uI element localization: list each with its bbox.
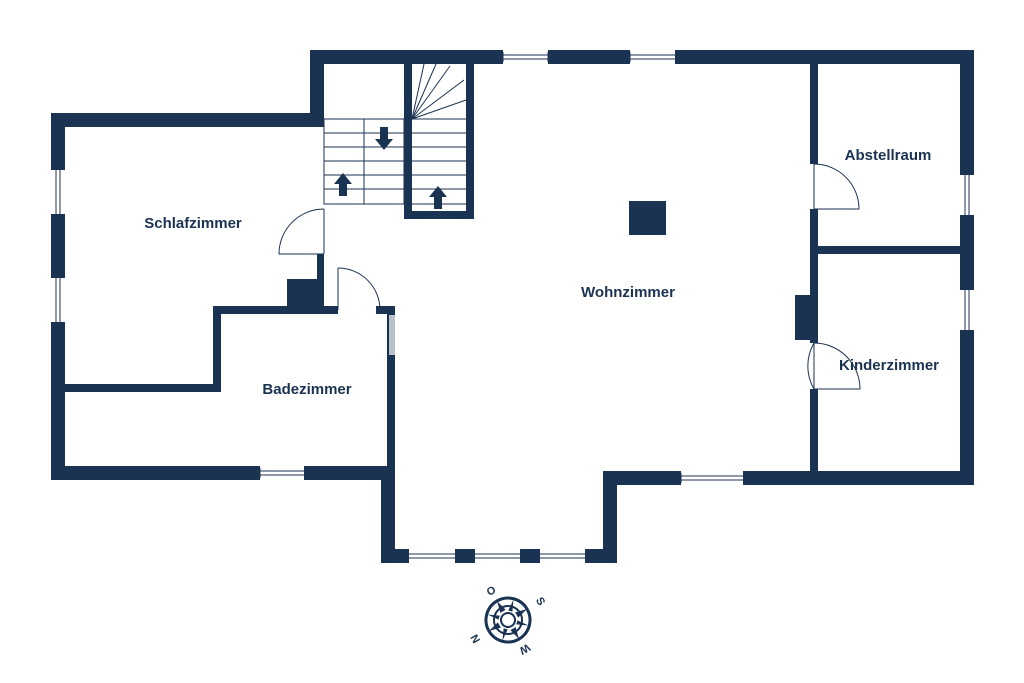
stair-down-arrow-icon	[375, 127, 393, 150]
wall-bottom-left-a	[304, 466, 395, 480]
wall-stair-bottom	[404, 211, 474, 219]
stair-up-arrow-icon-2	[429, 186, 447, 209]
window-bottom-left	[259, 468, 304, 478]
window-top-1	[502, 52, 549, 62]
window-right-2	[964, 290, 970, 330]
wall-right-rooms-b	[810, 209, 818, 343]
wall-chimney-block	[287, 279, 324, 310]
window-left-1	[55, 170, 61, 214]
wall-top-mid	[548, 50, 630, 64]
wall-top-left	[310, 50, 503, 64]
wall-bay-mullion-2	[520, 549, 540, 563]
wall-bedroom-bottom	[65, 384, 221, 392]
wall-right-lower	[960, 330, 974, 485]
doors	[278, 163, 861, 390]
wall-bath-step	[213, 306, 221, 392]
windows	[55, 52, 970, 559]
wall-right-rooms-a	[810, 64, 818, 164]
compass-label-w: W	[516, 641, 532, 657]
wall-stair-right	[466, 64, 474, 219]
window-bay-1	[409, 553, 455, 559]
window-bath-internal	[389, 315, 395, 355]
room-label-schlafzimmer: Schlafzimmer	[144, 215, 242, 232]
wall-bath-top-l	[217, 306, 338, 314]
wall-left-upper	[51, 113, 65, 170]
room-label-badezimmer: Badezimmer	[262, 381, 351, 398]
door-abstellraum	[813, 163, 860, 210]
wall-left-lower	[51, 322, 65, 480]
room-label-kinderzimmer: Kinderzimmer	[839, 357, 939, 374]
wall-bath-top-r	[376, 306, 395, 314]
wall-bay-left	[381, 466, 395, 563]
wall-stair-mid	[404, 64, 412, 219]
window-bay-3	[540, 553, 585, 559]
wall-abstell-bottom	[810, 246, 974, 254]
window-bottom-right	[680, 473, 743, 483]
walls	[51, 50, 974, 563]
wall-bay-right	[603, 471, 617, 563]
window-left-2	[55, 278, 61, 322]
compass-label-o: O	[485, 584, 499, 599]
wall-right-upper	[960, 50, 974, 175]
wall-bay-mullion-1	[455, 549, 475, 563]
compass-rose-icon: O S W N	[469, 584, 547, 657]
window-top-2	[629, 52, 675, 62]
wall-right-rooms-c	[810, 389, 818, 485]
wall-top-leftwing	[51, 113, 324, 127]
wall-top-right	[675, 50, 974, 64]
wall-bay-bottom-r	[585, 549, 617, 563]
stair-right-run	[411, 63, 467, 205]
wall-bath-right	[387, 306, 395, 480]
compass-label-n: N	[469, 632, 483, 645]
wall-stair-left	[310, 50, 324, 127]
room-label-abstellraum: Abstellraum	[845, 147, 932, 164]
door-bathroom	[337, 267, 381, 311]
wall-bottom-mid	[603, 471, 681, 485]
wall-left-mid	[51, 214, 65, 278]
door-bedroom	[278, 208, 325, 255]
wall-bottom-right	[743, 471, 974, 485]
compass-label-s: S	[533, 595, 547, 607]
stair-arrows	[334, 127, 447, 209]
window-right-1	[964, 175, 970, 215]
wall-bottom-left-b	[51, 466, 260, 480]
stair-up-arrow-icon	[334, 173, 352, 196]
room-label-wohnzimmer: Wohnzimmer	[581, 284, 675, 301]
door-kinderzimmer	[807, 342, 861, 390]
wall-kinder-nib	[795, 295, 818, 340]
window-bay-2	[475, 553, 520, 559]
column	[629, 201, 666, 235]
